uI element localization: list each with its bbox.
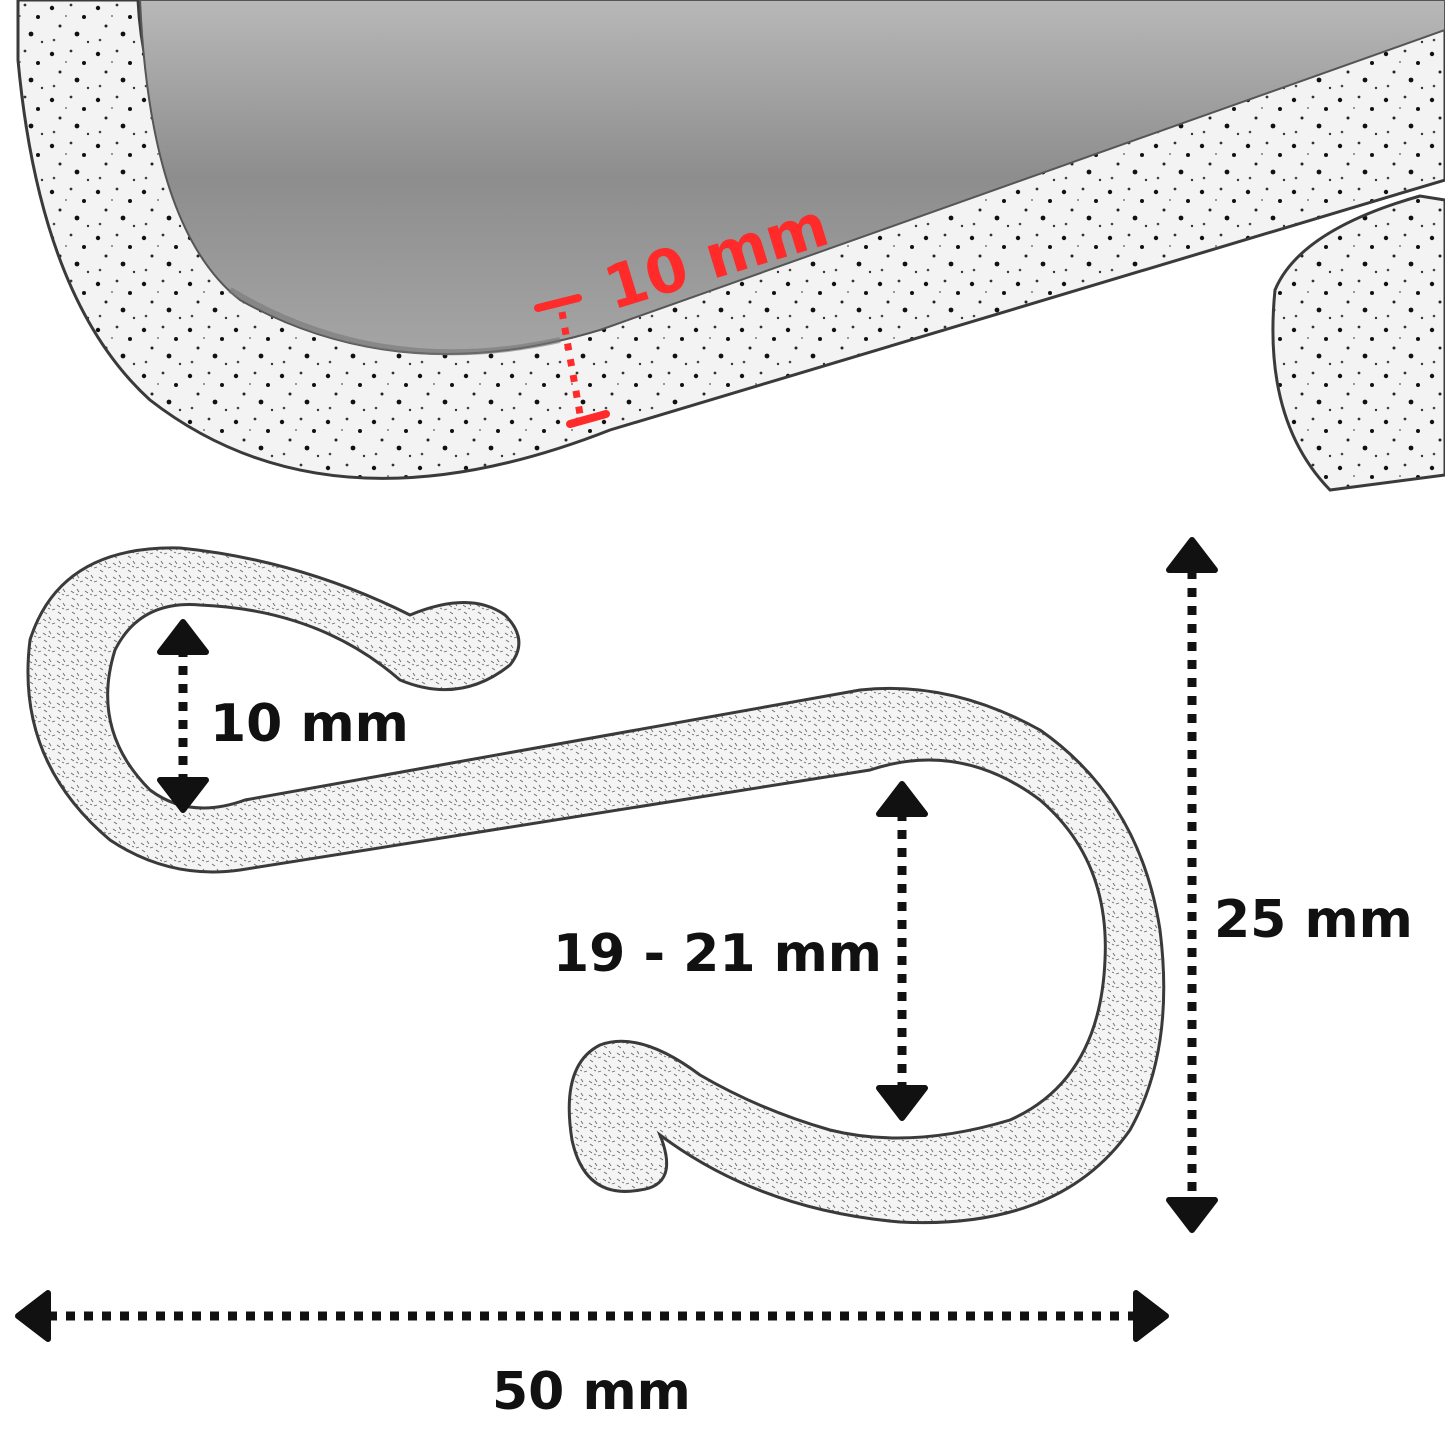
small-hook-opening-label: 10 mm — [210, 694, 409, 754]
arrow-head-icon — [876, 781, 928, 817]
total-height-label: 25 mm — [1214, 890, 1413, 950]
height-dimension-marker — [1166, 537, 1218, 1233]
thickness-dimension-marker — [534, 294, 610, 428]
arrow-head-icon — [876, 1085, 928, 1121]
arrow-head-icon — [1133, 1290, 1169, 1342]
arrow-head-icon — [157, 619, 209, 655]
large-hook-opening-label: 19 - 21 mm — [553, 924, 882, 984]
width-dimension-marker — [15, 1290, 1169, 1342]
large-hook-dimension-marker — [876, 781, 928, 1121]
arrow-head-icon — [157, 777, 209, 813]
small-hook-dimension-marker — [157, 619, 209, 813]
total-width-label: 50 mm — [492, 1362, 691, 1422]
arrow-head-icon — [15, 1290, 51, 1342]
arrow-head-icon — [1166, 1197, 1218, 1233]
s-hook-illustration — [26, 546, 1166, 1225]
arrow-head-icon — [1166, 537, 1218, 573]
hook-closeup-illustration — [16, 0, 1445, 492]
